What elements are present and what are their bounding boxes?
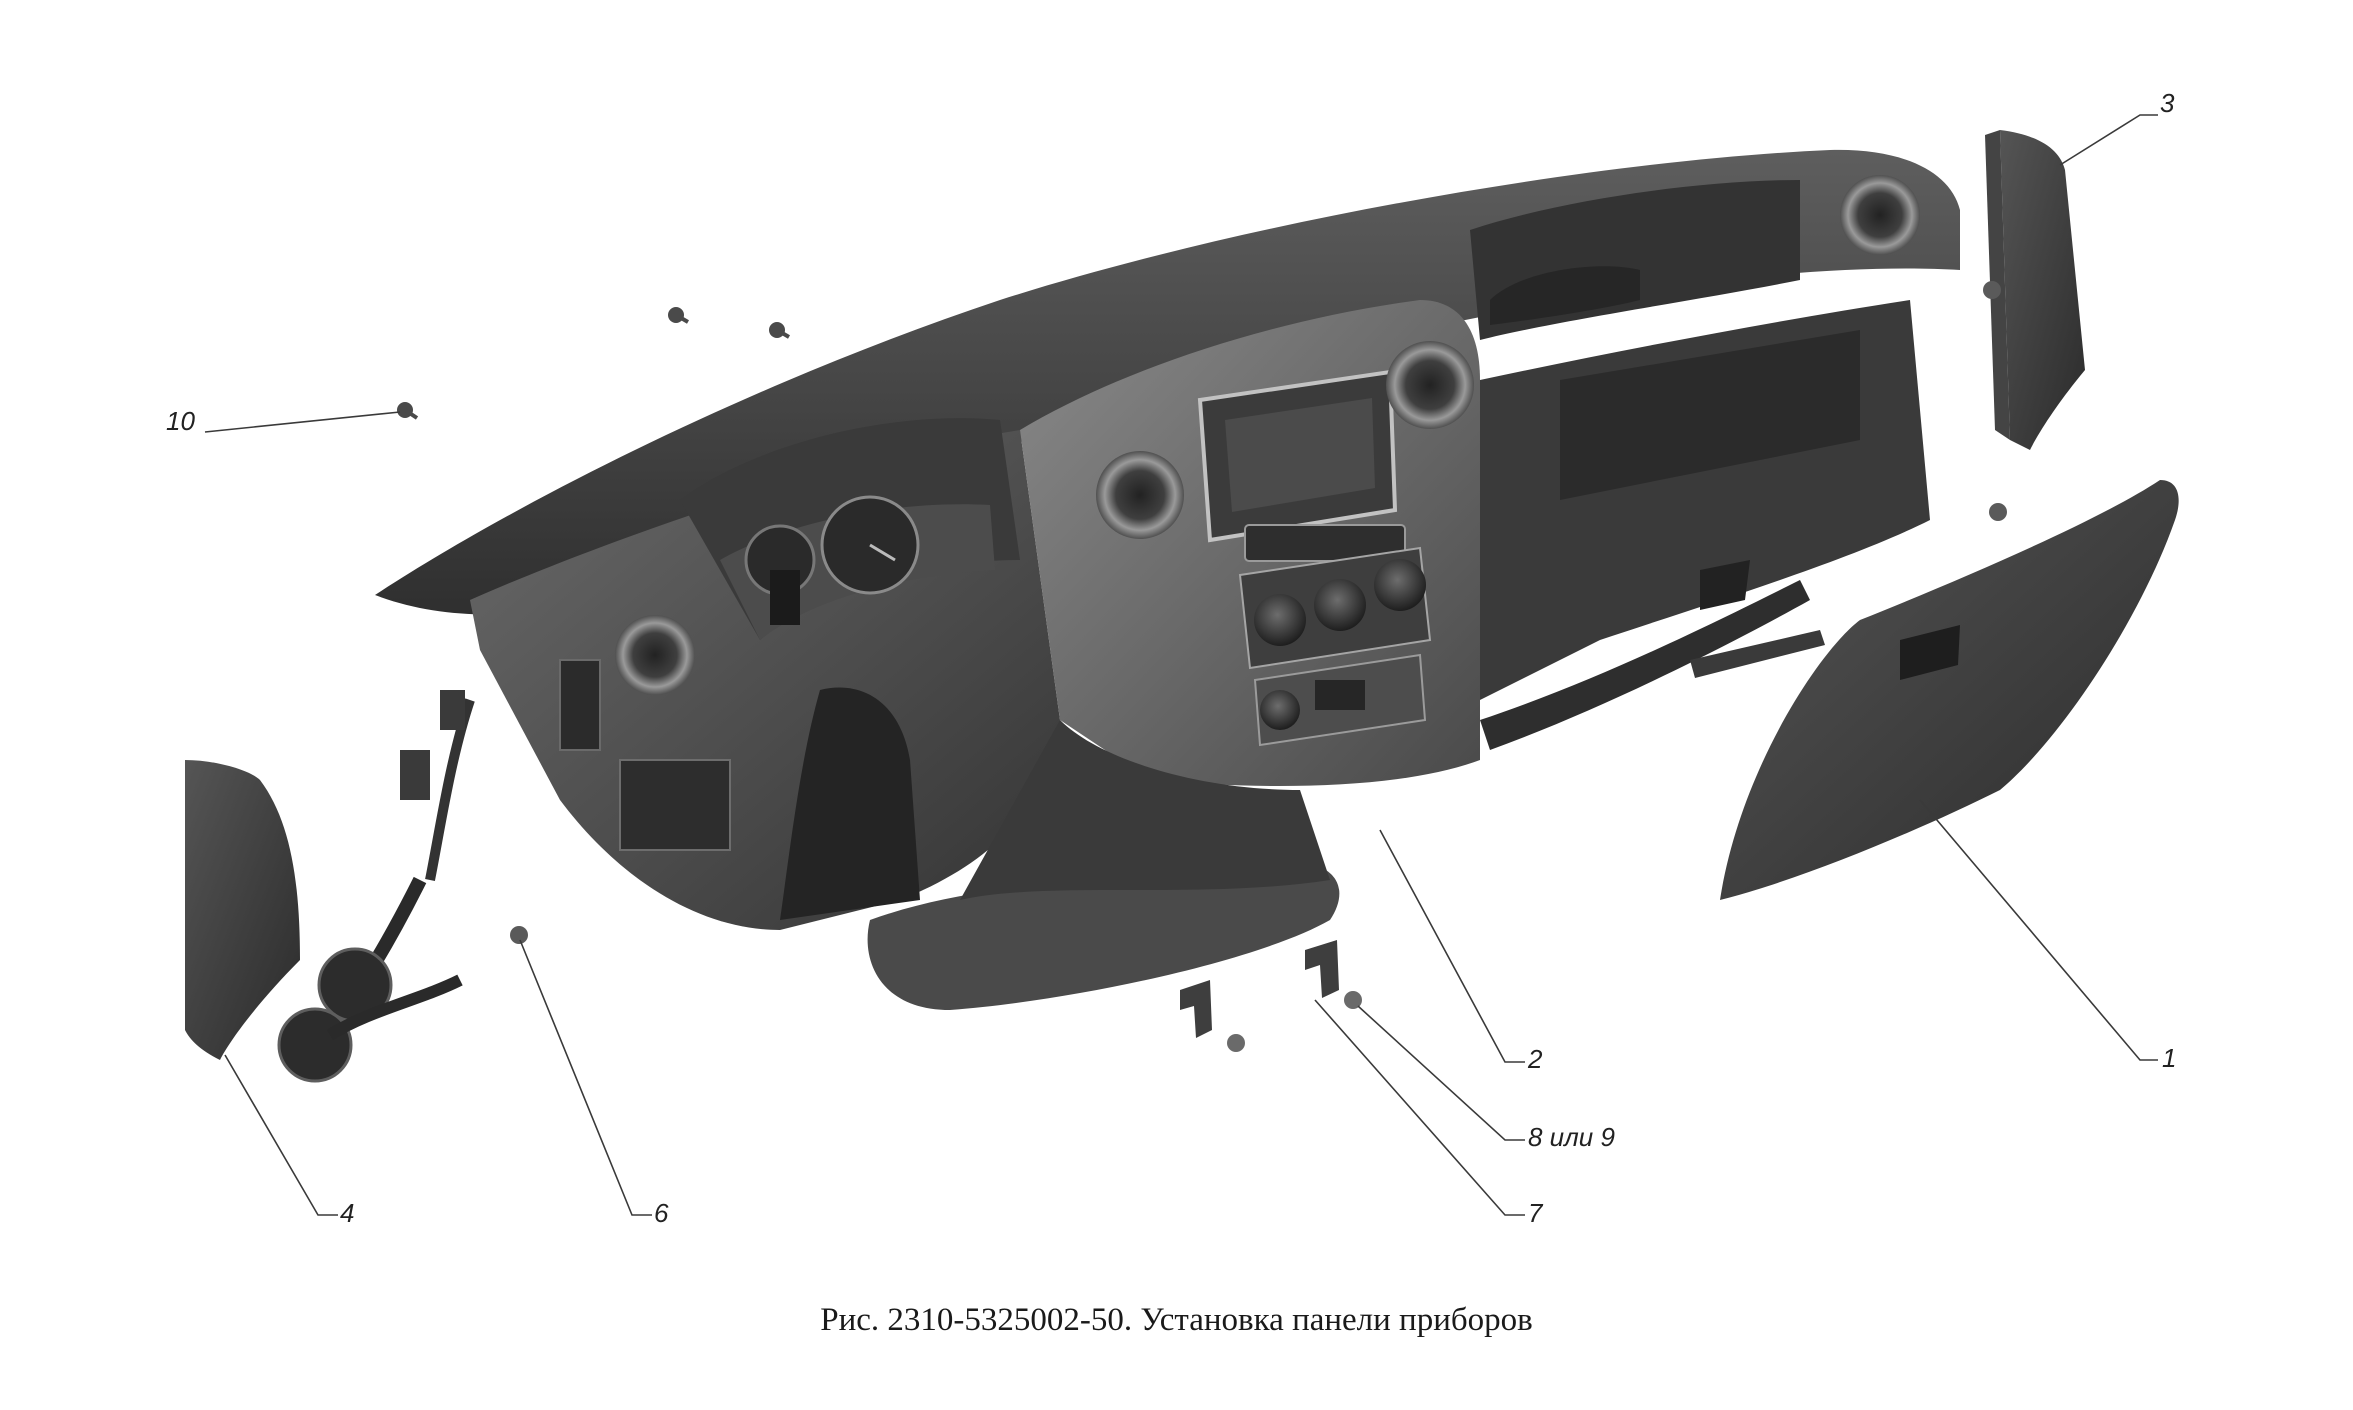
glovebox-lid-part-1 [1690,480,2179,900]
screw-icon [397,402,419,420]
callout-label-1: 1 [2162,1043,2176,1073]
callout-label-3: 3 [2160,88,2175,118]
left-air-vent-icon [615,615,695,695]
nut-icon [1227,1034,1245,1052]
nut-icon [1344,991,1362,1009]
screw-icon [1989,503,2007,521]
right-air-vent-icon [1840,175,1920,255]
screw-icon [668,307,690,324]
leader-line-3 [2059,114,2158,166]
screw-icon [510,926,528,944]
callouts: 10 3 1 2 8 или 9 7 6 4 [166,88,2176,1228]
center-left-air-vent-icon [1096,451,1184,539]
speaker-connectors [277,947,463,1083]
leader-line-4 [224,1054,338,1216]
instrument-panel-part-2 [324,149,1960,1035]
left-side-cover-part-4 [185,760,300,1060]
callout-label-4: 4 [340,1198,354,1228]
figure-caption: Рис. 2310-5325002-50. Установка панели п… [820,1302,1533,1338]
climate-knob-left-icon [1254,594,1306,646]
climate-knob-right-icon [1374,559,1426,611]
leader-line-6 [519,939,652,1216]
callout-label-10: 10 [166,406,195,436]
leader-line-10 [204,411,401,433]
callout-label-6: 6 [654,1198,669,1228]
bracket-icon [1305,940,1339,998]
bracket-icon [1180,980,1212,1038]
leader-line-2 [1379,829,1525,1063]
center-right-air-vent-icon [1386,341,1474,429]
climate-knob-center-icon [1314,579,1366,631]
leader-line-7 [1314,999,1525,1216]
callout-label-7: 7 [1528,1198,1544,1228]
screw-icon [1983,281,2001,299]
callout-label-2: 2 [1527,1044,1543,1074]
callout-label-8-or-9: 8 или 9 [1528,1122,1615,1152]
fasteners [397,281,2007,1052]
leader-line-8-9 [1357,1005,1525,1141]
screw-icon [769,322,791,339]
leader-line-1 [1919,799,2158,1061]
